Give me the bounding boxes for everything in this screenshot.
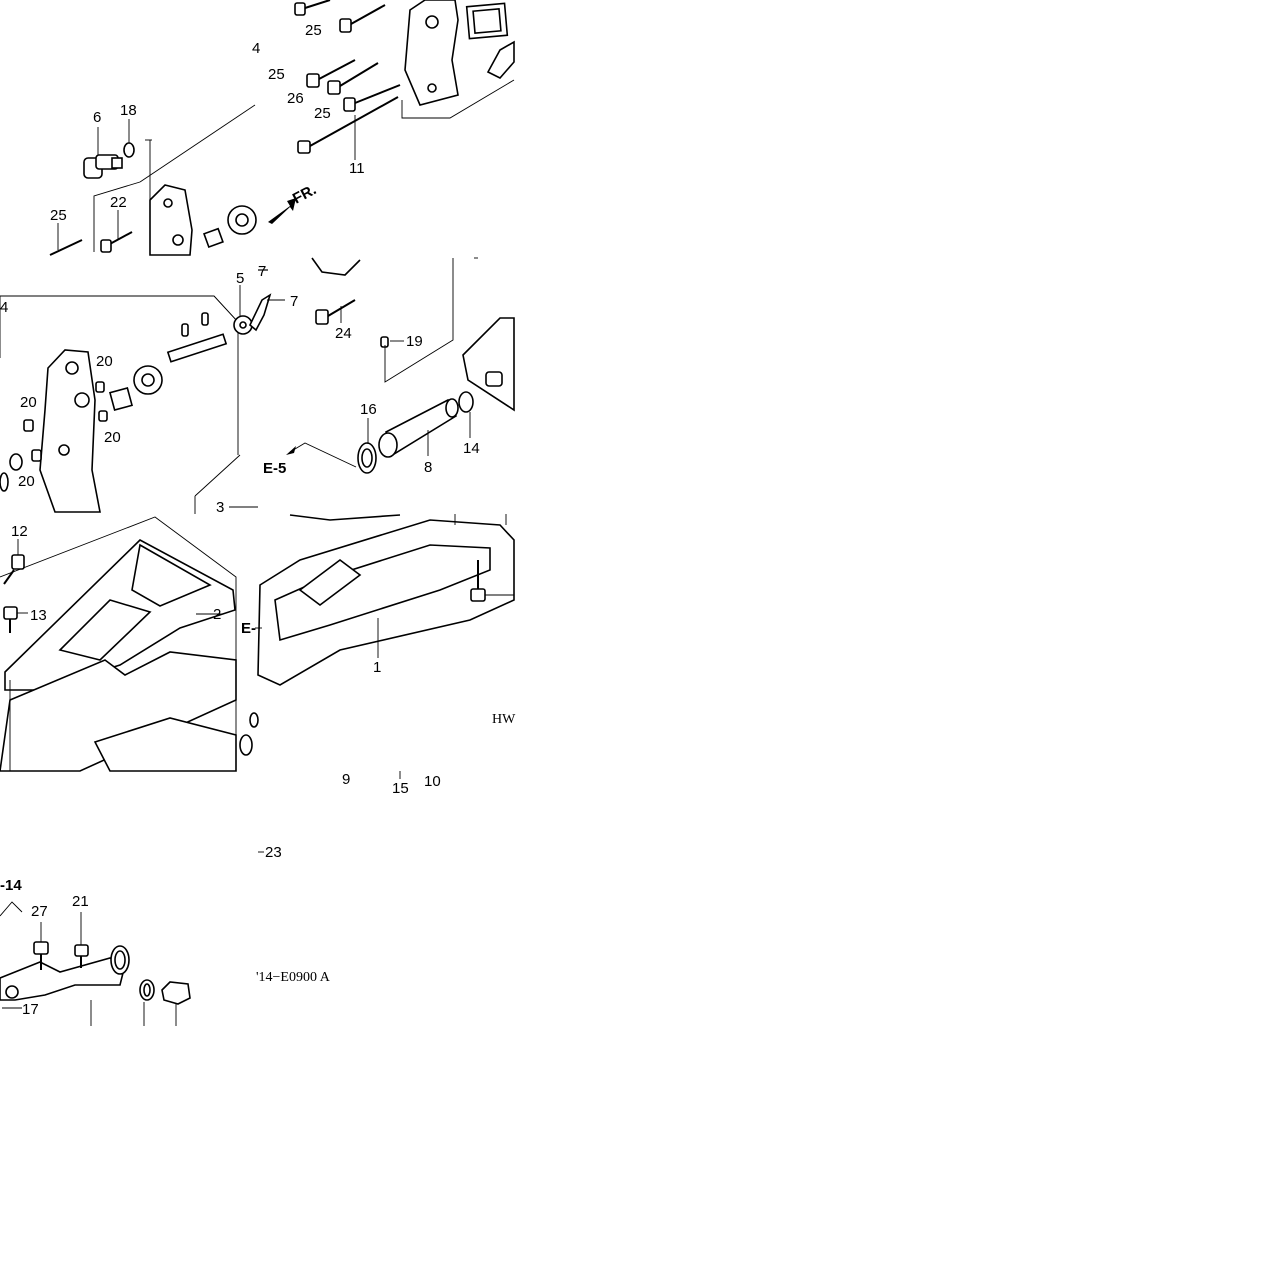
bolt-13 <box>3 606 28 771</box>
callout-5: 5 <box>236 270 244 287</box>
pump-housing-top <box>149 184 193 256</box>
callout-11: 11 <box>349 160 365 177</box>
callout-4-mid: 4 <box>0 299 8 316</box>
callout-25-b: 25 <box>268 66 285 83</box>
drawing-code: '14−E0900 A <box>256 970 331 985</box>
ref-arrow-e5 <box>286 442 357 468</box>
callout-7-a: 7 <box>258 263 266 280</box>
callout-25-left: 25 <box>50 207 67 224</box>
callout-16: 16 <box>360 401 377 418</box>
filler-tube-assembly <box>0 901 191 1026</box>
ref-e14: -14 <box>0 877 22 894</box>
callout-14: 14 <box>463 440 480 457</box>
oil-pressure-switch <box>83 127 123 179</box>
gasket-baffle-2 <box>0 516 237 772</box>
callout-9: 9 <box>342 771 350 788</box>
callout-13: 13 <box>30 607 47 624</box>
bolt-pan-right <box>470 560 514 602</box>
callout-25-a: 25 <box>305 22 322 39</box>
drain-bolt-left <box>239 712 259 756</box>
bolt-22 <box>100 210 133 253</box>
ref-e5: E-5 <box>263 460 286 477</box>
callout-20-a: 20 <box>96 353 113 370</box>
pump-body-top-right <box>401 0 515 119</box>
ref-e-partial: E- <box>241 620 256 637</box>
callout-18: 18 <box>120 102 137 119</box>
callout-24: 24 <box>335 325 352 342</box>
callout-3: 3 <box>216 499 224 516</box>
o-ring-18 <box>123 119 135 158</box>
pump-assembly-middle <box>0 295 241 514</box>
oil-pan-1 <box>257 514 515 686</box>
callout-7-b: 7 <box>290 293 298 310</box>
callout-12: 12 <box>11 523 28 540</box>
strainer-block <box>384 257 515 412</box>
callout-22: 22 <box>110 194 127 211</box>
callout-1: 1 <box>373 659 381 676</box>
callout-8: 8 <box>424 459 432 476</box>
bolt-25-left <box>49 223 83 256</box>
callout-27: 27 <box>31 903 48 920</box>
bolt-set-top <box>294 0 401 160</box>
callout-2: 2 <box>213 606 221 623</box>
callout-10: 10 <box>424 773 441 790</box>
arm-7 <box>249 257 361 332</box>
callout-6: 6 <box>93 109 101 126</box>
dowel-19 <box>380 336 404 348</box>
callout-17: 17 <box>22 1001 39 1018</box>
bolt-12 <box>3 539 25 585</box>
callout-23: 23 <box>265 844 282 861</box>
callout-21: 21 <box>72 893 89 910</box>
callout-26: 26 <box>287 90 304 107</box>
seal-5 <box>233 285 253 335</box>
callout-19: 19 <box>406 333 423 350</box>
callout-4-top: 4 <box>252 40 260 57</box>
front-arrow: FR. <box>268 181 319 224</box>
oil-strainer-pipe-8 <box>357 391 474 474</box>
callout-20-b: 20 <box>20 394 37 411</box>
drawing-ref-hw: HW <box>492 712 516 727</box>
bolt-24 <box>315 299 356 325</box>
callout-15: 15 <box>392 780 409 797</box>
rotor-set-top <box>203 205 257 248</box>
callout-20-c: 20 <box>104 429 121 446</box>
callout-20-d: 20 <box>18 473 35 490</box>
callout-25-c: 25 <box>314 105 331 122</box>
